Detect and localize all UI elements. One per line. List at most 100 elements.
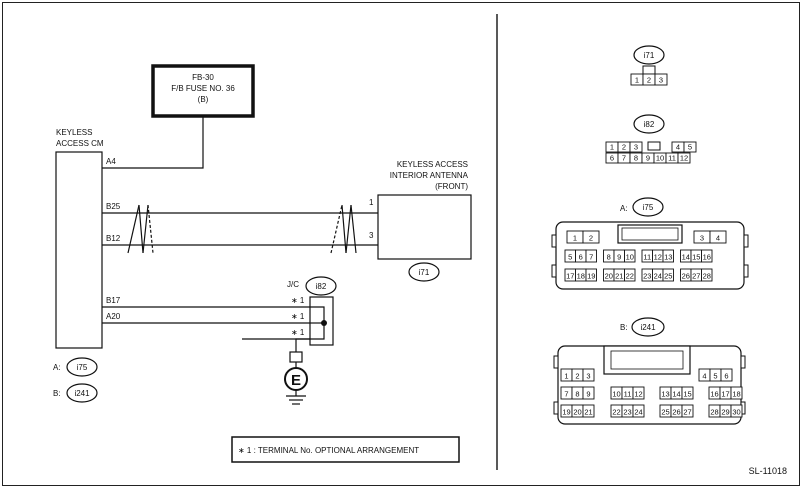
pin-number: 15 (692, 253, 700, 262)
pin-number: 4 (716, 234, 720, 243)
fuse-number: F/B FUSE NO. 36 (171, 84, 235, 93)
pin-number: 11 (668, 154, 676, 163)
twist-symbol-left (127, 204, 154, 254)
pin-number: 19 (587, 272, 595, 281)
pin-number: 1 (573, 234, 577, 243)
pin-number: 10 (626, 253, 634, 262)
pin-number: 11 (624, 390, 632, 399)
note-box (231, 436, 460, 463)
i71-view-label: i71 (644, 51, 655, 60)
i71-view-badge (633, 45, 665, 65)
pin-number: 2 (575, 372, 579, 381)
pin-number: 26 (672, 408, 680, 417)
pin-number: 20 (605, 272, 613, 281)
pin-cell (624, 249, 636, 263)
jc-junction-dot (321, 320, 327, 326)
pin-number: 12 (654, 253, 662, 262)
pin-number: 15 (683, 390, 691, 399)
pin-number: 5 (713, 372, 717, 381)
pin-number: 8 (575, 390, 579, 399)
pin-cell (632, 404, 645, 418)
pin-number: 21 (584, 408, 592, 417)
pin-number: 13 (664, 253, 672, 262)
pin-number: 14 (672, 390, 680, 399)
antenna-pin-1: 1 (369, 198, 374, 207)
pin-number: 27 (683, 408, 691, 417)
jc-connector-label: i82 (316, 282, 327, 291)
i241-view-badge (631, 317, 665, 337)
pin-cell (662, 268, 674, 282)
antenna-connector-label: i71 (419, 268, 430, 277)
pin-number: 9 (646, 154, 650, 163)
pin-number: 21 (615, 272, 623, 281)
pin-number: 8 (607, 253, 611, 262)
legend-b-prefix: B: (53, 389, 61, 398)
pin-number: 26 (682, 272, 690, 281)
pin-number: 16 (703, 253, 711, 262)
pin-number: 19 (562, 408, 570, 417)
pin-number: 20 (573, 408, 581, 417)
pin-cell (582, 230, 600, 244)
pin-cell (629, 141, 643, 153)
pin-number: 3 (586, 372, 590, 381)
diagram-id: SL-11018 (749, 466, 787, 476)
pin-cell (709, 230, 727, 244)
pin-cell (681, 404, 694, 418)
pin-number: 4 (702, 372, 706, 381)
pin-number: 4 (676, 143, 680, 152)
pin-number: 3 (659, 76, 663, 85)
pin-number: 24 (654, 272, 662, 281)
pin-cell (585, 249, 597, 263)
pin-label-b25: B25 (106, 202, 121, 211)
i82-view-label: i82 (644, 120, 655, 129)
pin-number: 18 (577, 272, 585, 281)
legend-a-connector: i75 (77, 363, 88, 372)
pin-label-b17: B17 (106, 296, 121, 305)
pin-number: 6 (579, 253, 583, 262)
legend-a-badge (66, 357, 98, 377)
pin-cell (701, 249, 713, 263)
note-text: ∗ 1 : TERMINAL No. OPTIONAL ARRANGEMENT (238, 446, 419, 455)
pin-number: 1 (635, 76, 639, 85)
pin-number: 13 (661, 390, 669, 399)
jc-box (309, 296, 334, 346)
pin-number: 8 (634, 154, 638, 163)
pin-cell (585, 268, 597, 282)
jc-terminal-mark-1: ∗ 1 (291, 296, 305, 305)
pin-cell (677, 152, 691, 164)
pin-label-a20: A20 (106, 312, 121, 321)
pin-number: 28 (703, 272, 711, 281)
cm-title-line1: KEYLESS (56, 128, 92, 137)
i241-view-prefix: B: (620, 323, 628, 332)
cm-title-line2: ACCESS CM (56, 139, 104, 148)
pin-number: 28 (710, 408, 718, 417)
pin-cell (683, 141, 697, 153)
pin-number: 5 (568, 253, 572, 262)
pin-cell (701, 268, 713, 282)
ground-symbol: E (291, 372, 301, 389)
jc-terminal-mark-2: ∗ 1 (291, 312, 305, 321)
pin-cell (582, 404, 595, 418)
pin-number: 2 (589, 234, 593, 243)
pin-number: 22 (612, 408, 620, 417)
jc-terminal-mark-3: ∗ 1 (291, 328, 305, 337)
pin-number: 6 (724, 372, 728, 381)
pin-number: 3 (700, 234, 704, 243)
antenna-pin-3: 3 (369, 231, 374, 240)
pin-number: 29 (721, 408, 729, 417)
pin-number: 7 (622, 154, 626, 163)
pin-label-a4: A4 (106, 157, 116, 166)
pin-number: 10 (612, 390, 620, 399)
pin-number: 25 (664, 272, 672, 281)
pin-number: 2 (647, 76, 651, 85)
pin-number: 18 (732, 390, 740, 399)
pin-number: 5 (688, 143, 692, 152)
pin-number: 7 (564, 390, 568, 399)
i82-view-badge (633, 114, 665, 134)
